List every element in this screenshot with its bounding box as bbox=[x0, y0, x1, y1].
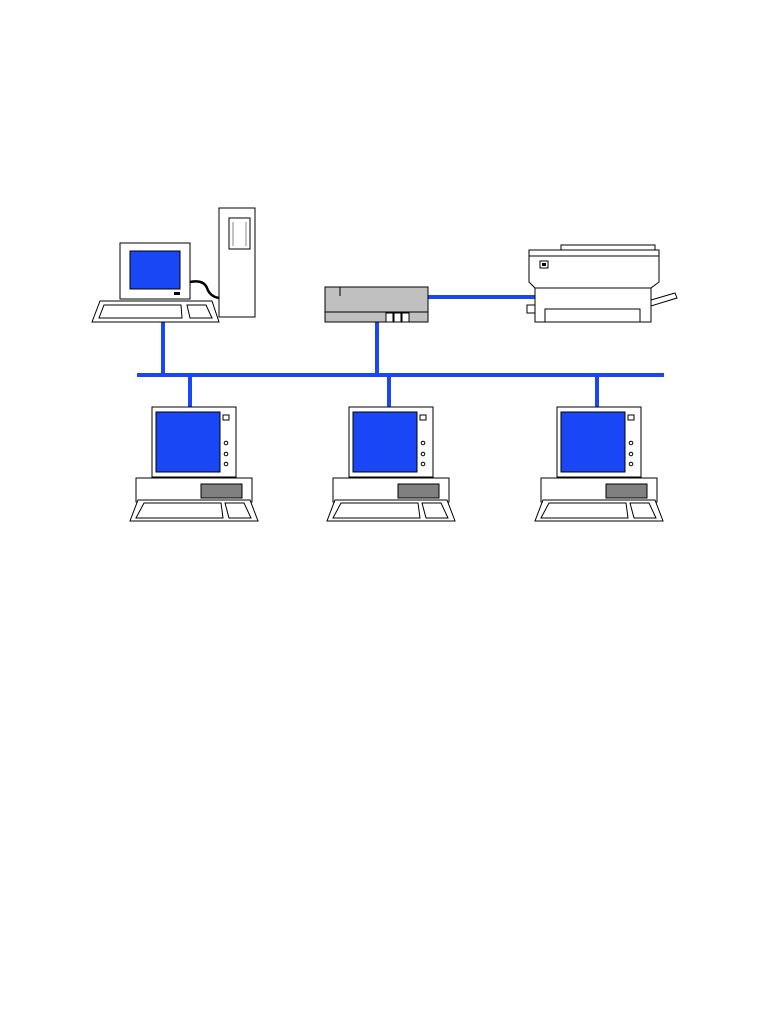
hub-port-2 bbox=[393, 312, 402, 323]
network-cables bbox=[137, 295, 664, 407]
workstation-drive bbox=[605, 483, 648, 499]
workstation-screen bbox=[560, 411, 626, 473]
network-hub-icon bbox=[324, 286, 429, 323]
workstation-computer-icon bbox=[326, 406, 456, 522]
tower-desktop-computer-icon bbox=[91, 207, 256, 323]
workstation-screen bbox=[155, 411, 221, 473]
hub-port-3 bbox=[401, 312, 410, 323]
workstation-drive bbox=[200, 483, 243, 499]
workstation-screen bbox=[352, 411, 418, 473]
workstations bbox=[129, 406, 664, 522]
server-screen bbox=[129, 250, 181, 290]
printer-body bbox=[528, 249, 660, 323]
workstation-computer-icon bbox=[129, 406, 259, 522]
printer-icon bbox=[526, 244, 678, 323]
printer-output-tray bbox=[650, 292, 678, 307]
monitor-cable bbox=[189, 280, 220, 300]
hub-body bbox=[324, 286, 429, 323]
workstation-computer-icon bbox=[534, 406, 664, 522]
printer-port bbox=[526, 304, 536, 314]
workstation-drive bbox=[397, 483, 440, 499]
tower-drive-bay bbox=[228, 217, 251, 250]
printer-output-slot bbox=[544, 308, 641, 323]
hub-port-1 bbox=[385, 312, 394, 323]
